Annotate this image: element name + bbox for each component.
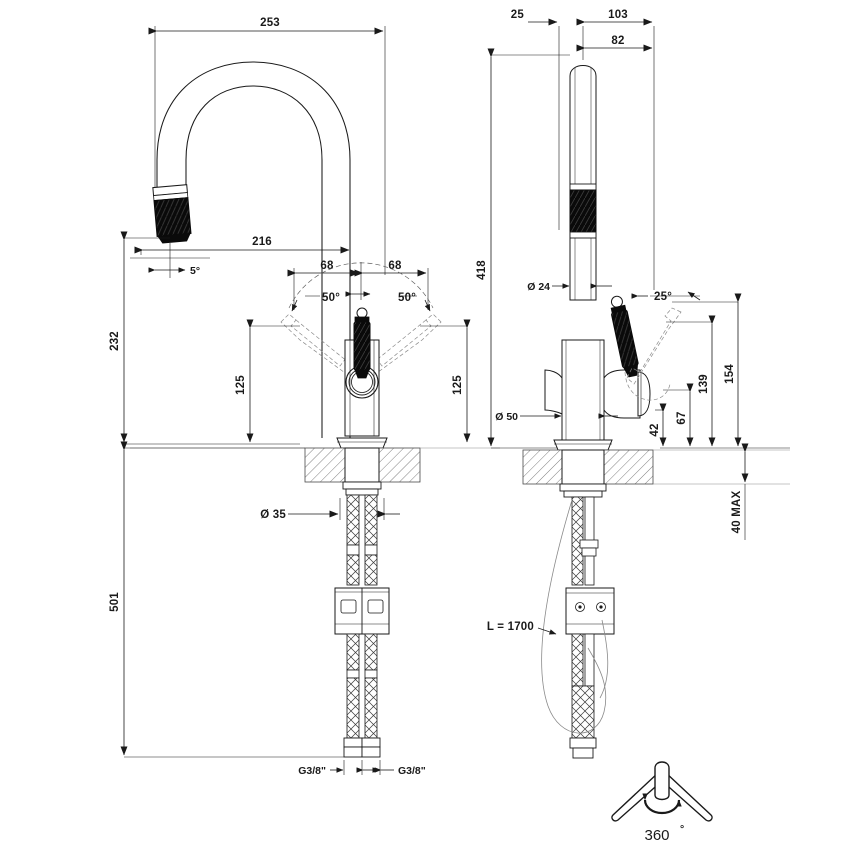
swing-arc-arrows [291,295,431,312]
dim-label-handle-pivot-height: 67 [676,411,688,424]
rotation-arrow [642,793,682,815]
spout-tube-side [569,65,597,301]
ghost-handle-left [280,313,356,379]
dim-label-inlet-left: G3/8" [298,765,326,777]
dim-label-handle-height-right: 125 [452,375,464,395]
spray-head [152,184,192,244]
dim-stack-side [655,293,790,449]
lower-hoses-front [343,633,381,758]
dim-total-height [120,441,344,758]
rotation-degree-symbol: ° [680,823,684,835]
spray-head-band-side [569,183,597,239]
dim-label-body-diameter: Ø 50 [495,411,518,423]
dim-body-diameter [520,400,618,422]
dim-label-back-offset: 25 [511,9,525,21]
dim-label-handle-height-max: 154 [724,364,736,384]
ghost-handle-right [366,313,442,379]
dim-handle-height-left [246,319,300,443]
dim-side-top [528,18,655,290]
dim-label-overall-width: 253 [260,17,280,29]
lower-hose-side [569,633,597,759]
lever-handle-side [610,295,639,378]
ghost-handle-side [624,307,682,401]
dim-side-spout-height [487,48,570,449]
dim-overall-width [148,26,386,275]
dim-spout-height [120,231,300,445]
dim-label-valve-center-height: 42 [649,423,661,436]
dim-label-handle-height-left: 125 [235,375,247,395]
rotation-handle-ghosts [611,761,713,822]
valve-body-side [544,339,651,451]
rotation-symbol: 360 ° [611,761,713,844]
lever-handle-front [353,307,371,379]
countertop-front [130,447,500,483]
side-elevation-view: 25 103 82 418 Ø 24 [476,9,790,759]
dim-label-deck-thickness: 40 MAX [731,491,743,534]
dim-label-shank-diameter: Ø 35 [260,509,286,521]
dim-label-handle-depth: 82 [611,35,624,47]
dim-label-side-spout-height: 418 [476,260,488,280]
dim-label-nozzle-angle: 5° [190,265,200,277]
countertop-side [522,449,790,485]
dim-label-depth-overall: 103 [608,9,628,21]
dim-shank-diameter [288,498,400,520]
dim-label-swing-right: 50° [398,292,416,304]
hose-length-leader [537,627,557,635]
dim-label-handle-left-offset: 68 [320,260,334,272]
dim-label-inlet-right: G3/8" [398,765,426,777]
counterweight-front [334,587,390,635]
dim-label-handle-tilt: 25° [654,291,672,303]
dim-label-spout-reach: 216 [252,236,272,248]
shank-front [342,481,382,496]
braided-hose-side [571,496,599,586]
dim-label-tube-diameter: Ø 24 [527,281,550,293]
dim-label-total-height: 501 [109,592,121,612]
dim-handle-height-right [420,319,471,443]
dim-label-spout-height: 232 [109,331,121,351]
front-elevation-view: 253 5° 216 [109,17,500,777]
dim-label-hose-length: L = 1700 [487,621,534,633]
braided-hoses-front [346,494,378,586]
counterweight-side [565,587,615,635]
dim-spout-reach [134,246,350,255]
handle-swing-arc [288,262,434,309]
rotation-label: 360 [644,827,669,844]
dim-inlet-threads [330,760,394,775]
dim-label-handle-height-up: 139 [698,374,710,394]
shank-side [559,483,607,498]
dim-label-swing-left: 50° [322,292,340,304]
dim-tube-diameter [552,278,612,292]
dim-handle-tilt [631,291,701,301]
pullout-hose-loop [541,499,609,734]
